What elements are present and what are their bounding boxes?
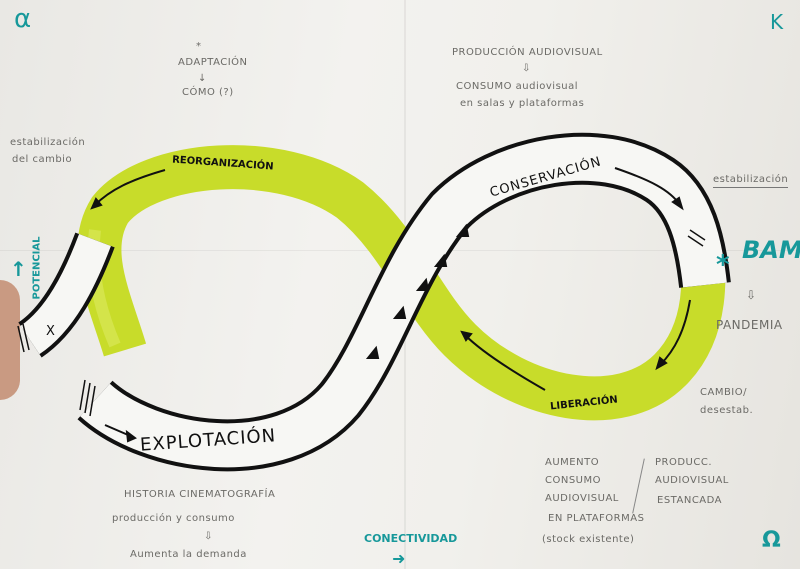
left-tail xyxy=(19,233,111,355)
production-line3: en salas y plataformas xyxy=(460,98,585,109)
change-line1: CAMBIO/ xyxy=(700,387,748,398)
flow-arrows xyxy=(90,167,691,443)
alpha-symbol: α xyxy=(14,4,32,34)
star-icon: * xyxy=(716,250,730,280)
center-arrow xyxy=(415,277,430,291)
arrowhead xyxy=(671,196,684,211)
white-band xyxy=(80,136,727,468)
change-line2: desestab. xyxy=(700,405,754,416)
arrowhead xyxy=(460,330,473,342)
note-line: AUDIOVISUAL xyxy=(655,475,729,486)
note-line: (stock existente) xyxy=(542,534,635,545)
arrow-liberacion-2 xyxy=(464,334,546,391)
finger xyxy=(0,280,20,400)
note-line: ESTANCADA xyxy=(657,495,723,506)
center-arrow xyxy=(365,345,380,359)
down-arrow-icon: ⇩ xyxy=(746,288,757,302)
note-line: PRODUCC. xyxy=(655,457,713,468)
note-line: HISTORIA CINEMATOGRAFÍA xyxy=(124,489,276,500)
conectividad-axis-label: CONECTIVIDAD xyxy=(364,532,458,545)
note-line: Aumenta la demanda xyxy=(130,549,247,560)
note-line: EN PLATAFORMAS xyxy=(548,513,645,524)
arrowhead xyxy=(90,197,103,210)
star: * xyxy=(196,41,202,52)
down-arrow-icon: ⇩ xyxy=(204,531,213,542)
note-line: CONSUMO xyxy=(545,475,601,486)
center-arrow xyxy=(392,305,407,319)
arrowhead xyxy=(655,356,668,371)
potencial-axis-label: POTENCIAL xyxy=(31,236,43,300)
up-arrow-icon: ↑ xyxy=(10,257,27,281)
production-line1: PRODUCCIÓN AUDIOVISUAL xyxy=(452,47,603,58)
down-arrow-icon: ⇩ xyxy=(522,63,531,74)
down-arrow-icon: ↓ xyxy=(198,73,207,84)
omega-symbol: Ω xyxy=(762,528,781,553)
center-arrow xyxy=(455,223,470,237)
kappa-symbol: K xyxy=(770,10,784,34)
left-note-line1: estabilización xyxy=(10,137,86,148)
adaptation-question: CÓMO (?) xyxy=(182,87,234,98)
left-note-line2: del cambio xyxy=(12,154,73,165)
hatch-marks xyxy=(17,229,706,417)
bam-text: BAM xyxy=(742,236,800,264)
right-stabilization-note: estabilización xyxy=(713,173,789,188)
note-line: producción y consumo xyxy=(112,513,235,524)
arrowhead xyxy=(125,429,137,443)
adaptation-title: ADAPTACIÓN xyxy=(178,57,248,68)
production-line2: CONSUMO audiovisual xyxy=(456,81,579,92)
arrow-reorganizacion xyxy=(94,169,166,206)
note-line: AUDIOVISUAL xyxy=(545,493,619,504)
pandemia-text: PANDEMIA xyxy=(716,318,783,332)
note-line: AUMENTO xyxy=(545,457,600,468)
right-arrow-icon: ➜ xyxy=(392,549,406,568)
phase-x: X xyxy=(46,324,55,339)
center-arrow xyxy=(433,253,448,267)
